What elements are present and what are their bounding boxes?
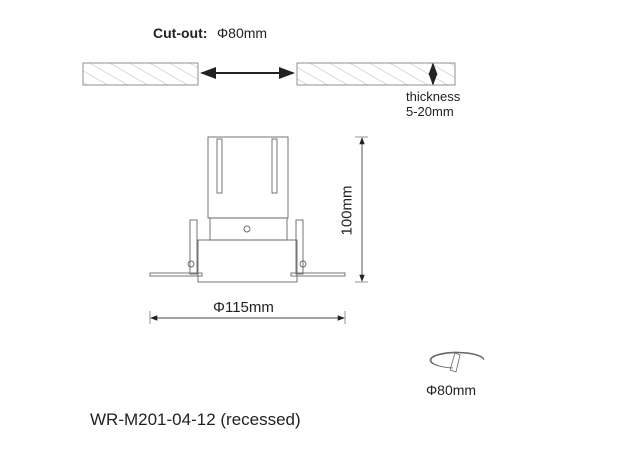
thickness-value: 5-20mm bbox=[406, 104, 454, 119]
cutout-value: Φ80mm bbox=[217, 25, 268, 41]
ceiling-right bbox=[296, 62, 456, 86]
hole-saw-icon bbox=[429, 351, 485, 373]
model-label: WR-M201-04-12 (recessed) bbox=[90, 410, 301, 429]
diameter-label: Φ115mm bbox=[213, 299, 274, 316]
ceiling-left bbox=[82, 62, 199, 86]
thickness-label: thickness bbox=[406, 89, 461, 104]
cutout-label: Cut-out: bbox=[153, 25, 208, 41]
hole-saw-label: Φ80mm bbox=[426, 382, 477, 398]
luminaire bbox=[149, 136, 346, 283]
height-label: 100mm bbox=[338, 185, 356, 236]
